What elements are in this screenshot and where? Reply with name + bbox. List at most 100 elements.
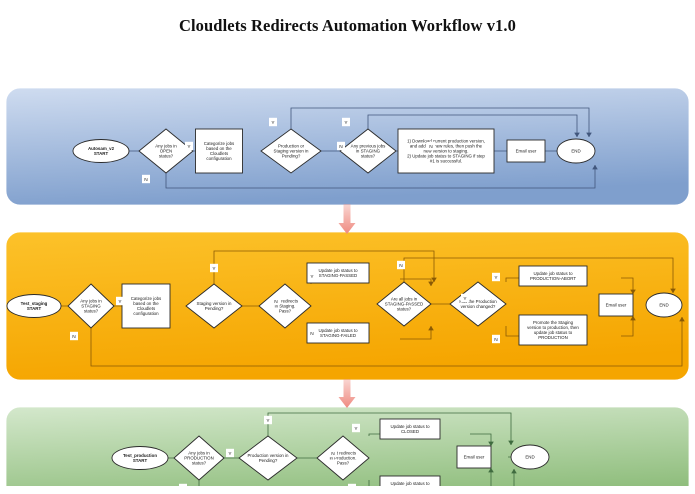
branch-label-bg: [142, 174, 150, 184]
node-label-line: new version to staging.: [424, 149, 469, 154]
branch-label-bg: [352, 423, 360, 433]
branch-label-bg: [397, 260, 405, 270]
node-decision-shape: [376, 281, 432, 327]
branch-label-bg: [269, 117, 277, 127]
branch-label-o-l1: Y: [116, 296, 124, 306]
branch-label-g-l3: Y: [264, 415, 272, 425]
branch-label-text: N: [310, 331, 314, 337]
node-label-line: 1) Download current production version,: [407, 139, 485, 144]
down-arrow-icon: [338, 379, 356, 408]
node-label-line: Cloudlets: [137, 306, 156, 311]
branch-label-text: Y: [118, 299, 122, 305]
branch-label-g-l1: Y: [226, 448, 234, 458]
node-label-line: status?: [192, 461, 207, 466]
node-label-line: 2) Update job status to STAGING if step: [407, 154, 485, 159]
branch-label-g-l2: N: [179, 483, 187, 486]
node-label-line: Update job status to: [318, 328, 358, 333]
node-terminator-shape: [111, 446, 169, 470]
node-label-line: PRODUCTION: [184, 456, 214, 461]
node-process-shape: [456, 445, 492, 469]
node-label-line: OPEN: [160, 149, 172, 154]
branch-label-text: Y: [463, 296, 467, 302]
node-label-line: update job status to: [534, 330, 573, 335]
node-label-line: configuration: [206, 156, 232, 161]
node-label-line: Production version in: [247, 453, 289, 458]
node-label-line: START: [133, 458, 148, 463]
branch-label-b-l6: N: [427, 141, 435, 151]
node-label-line: Pass?: [279, 309, 292, 314]
node-label-line: Categorize jobs: [131, 296, 162, 301]
branch-label-text: N: [429, 144, 433, 150]
branch-label-bg: [308, 271, 316, 281]
node-label-line: status?: [84, 309, 99, 314]
flow-node-b-end[interactable]: END: [556, 138, 596, 164]
edge-path: [621, 277, 634, 294]
flow-node-o-end[interactable]: END: [645, 292, 683, 318]
lane-connector-blue-to-orange: [338, 204, 356, 234]
node-decision-shape: [339, 128, 397, 174]
branch-label-bg: [264, 415, 272, 425]
node-label-line: based on the: [133, 301, 159, 306]
branch-label-o-l10: N: [492, 334, 500, 344]
branch-label-text: Y: [228, 451, 232, 457]
node-process-shape: [518, 265, 588, 287]
node-label-line: Production or: [278, 144, 305, 149]
node-label-line: Any jobs in: [80, 299, 102, 304]
flow-node-b-p2[interactable]: 1) Download current production version,a…: [397, 128, 495, 174]
branch-label-text: Y: [344, 120, 348, 126]
branch-label-g-l5: Y: [352, 423, 360, 433]
branch-label-b-l4: N: [337, 141, 345, 151]
node-process-shape: [121, 283, 171, 329]
edge-arrowhead: [630, 289, 636, 295]
node-label-line: #1 is successful.: [430, 159, 462, 164]
flow-node-g-end[interactable]: END: [510, 444, 550, 470]
node-process-shape: [518, 314, 588, 346]
flow-node-g-email[interactable]: Email user: [456, 445, 492, 469]
node-decision-shape: [173, 435, 225, 481]
node-label-line: END: [571, 149, 580, 154]
node-terminator-shape: [556, 138, 596, 164]
down-arrow-icon: [338, 204, 356, 234]
flow-node-b-email[interactable]: Email user: [506, 139, 546, 163]
node-decision-shape: [316, 435, 370, 481]
edge-arrowhead: [511, 468, 517, 474]
edge-arrowhead: [630, 315, 636, 321]
branch-label-text: Y: [266, 418, 270, 424]
branch-label-bg: [116, 296, 124, 306]
node-label-line: Are all jobs in: [391, 297, 418, 302]
branch-label-b-l2: N: [142, 174, 150, 184]
node-label-line: version changed?: [461, 304, 496, 309]
node-process-shape: [379, 418, 441, 440]
node-terminator-shape: [72, 139, 130, 163]
node-label-line: STAGING-FAILED: [320, 333, 356, 338]
node-label-line: PRODUCTION-ABORT: [530, 276, 576, 281]
node-label-line: STAGING: [81, 304, 101, 309]
branch-label-bg: [427, 141, 435, 151]
flow-node-o-email[interactable]: Email user: [598, 293, 634, 317]
branch-label-text: Y: [212, 266, 216, 272]
